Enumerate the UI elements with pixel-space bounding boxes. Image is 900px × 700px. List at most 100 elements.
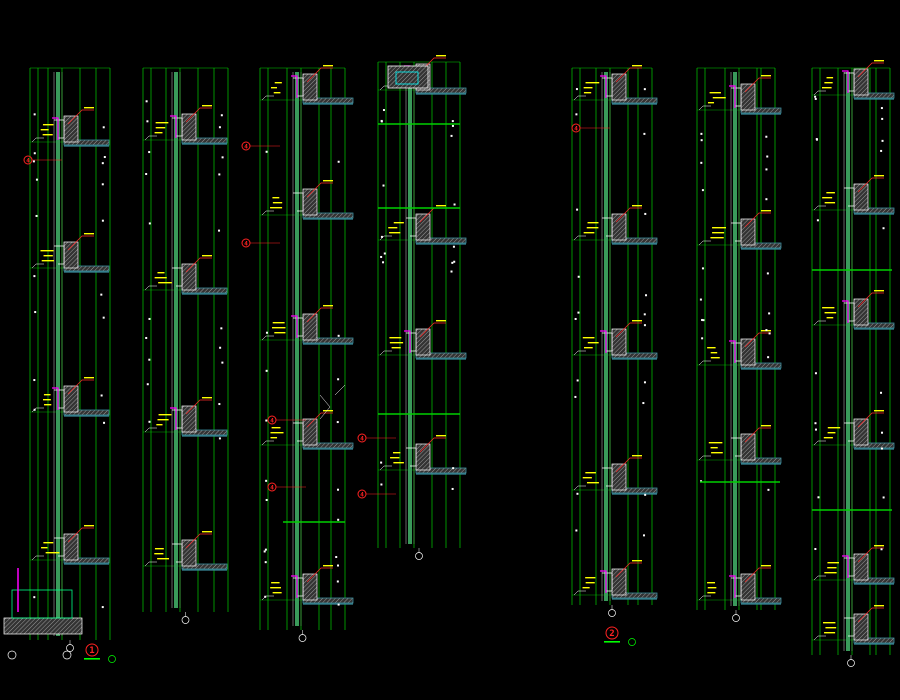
annotation-text	[586, 482, 599, 484]
leader-line	[857, 292, 884, 308]
dim-mark	[881, 431, 884, 434]
dim-mark	[767, 488, 770, 491]
dim-mark	[218, 126, 221, 129]
leader-label	[632, 455, 642, 457]
dim-mark	[814, 97, 817, 100]
scale-circle	[108, 655, 116, 663]
annotation-text	[40, 129, 49, 131]
dim-mark	[768, 312, 771, 315]
leader-line	[615, 207, 642, 223]
bracket-profile	[293, 192, 304, 212]
title-mark-circle	[605, 626, 619, 640]
annotation-text	[389, 342, 404, 344]
dim-mark	[766, 272, 769, 275]
flashing	[600, 75, 607, 98]
leader-line	[615, 322, 642, 338]
leader-label	[874, 410, 884, 412]
leader-line	[306, 67, 333, 83]
level-marker	[144, 561, 157, 567]
dim-mark	[642, 534, 645, 537]
dim-mark	[218, 229, 221, 232]
glass-mullion	[56, 72, 60, 636]
flashing	[600, 330, 607, 353]
dim-mark	[765, 329, 768, 332]
leader-label	[323, 410, 333, 412]
level-marker	[144, 135, 157, 141]
wall-block	[611, 568, 627, 596]
flashing	[291, 575, 298, 598]
annotation-text	[270, 587, 281, 589]
leader-label	[84, 525, 94, 527]
bracket-profile	[602, 77, 613, 97]
leader-line	[306, 567, 333, 583]
title-underline	[604, 641, 620, 643]
annotation-text	[271, 427, 281, 429]
dim-mark	[382, 184, 385, 187]
leader-line	[857, 412, 884, 428]
title-mark-number: 1	[89, 646, 94, 656]
dim-mark	[768, 332, 771, 335]
dim-mark	[814, 548, 817, 551]
wall-block	[611, 213, 627, 241]
annotation-text	[41, 260, 54, 262]
annotation-text	[274, 332, 286, 334]
bracket-profile	[54, 389, 65, 409]
bracket-profile	[602, 332, 613, 352]
dim-mark	[101, 162, 104, 165]
dim-mark	[146, 120, 149, 123]
floor-slab	[302, 97, 354, 104]
dim-mark	[882, 496, 885, 499]
annotation-text	[156, 424, 163, 426]
dim-mark	[148, 420, 151, 423]
dim-mark	[336, 564, 339, 567]
leader-label	[84, 107, 94, 109]
annotation-text	[711, 452, 723, 454]
leader-label	[202, 397, 212, 399]
dim-mark	[337, 603, 340, 606]
flashing	[842, 70, 849, 93]
dim-mark	[265, 419, 268, 422]
level-marker	[573, 95, 586, 101]
bracket-profile	[293, 317, 304, 337]
dim-mark	[337, 488, 340, 491]
dim-mark	[263, 550, 266, 553]
flashing	[291, 315, 298, 338]
dim-mark	[815, 138, 818, 141]
annotation-text	[707, 582, 716, 584]
bracket-profile	[844, 302, 855, 322]
annotation-text	[708, 102, 715, 104]
scale-circle	[628, 638, 636, 646]
wall-block	[740, 573, 756, 601]
annotation-text	[585, 582, 595, 584]
annotation-text	[822, 307, 835, 309]
annotation-text	[585, 577, 596, 579]
annotation-text	[710, 237, 724, 239]
wall-block	[181, 405, 197, 433]
annotation-text	[158, 282, 172, 284]
dim-mark	[451, 261, 454, 264]
leader-line	[744, 427, 771, 443]
dim-mark	[701, 189, 704, 192]
dim-mark	[880, 548, 883, 551]
dim-mark	[101, 219, 104, 222]
floor-slab	[415, 87, 467, 94]
annotation-text	[585, 82, 600, 84]
wall-block	[415, 328, 431, 356]
level-marker	[261, 95, 274, 101]
dim-mark	[337, 160, 340, 163]
level-marker	[573, 235, 586, 241]
leader-line	[857, 547, 884, 563]
dim-mark	[35, 214, 38, 217]
annotation-text	[712, 232, 725, 234]
level-marker	[813, 635, 826, 641]
bracket-profile	[602, 217, 613, 237]
dim-mark	[765, 168, 768, 171]
dim-mark	[380, 461, 383, 464]
leader-line	[306, 412, 333, 428]
title-mark-circle	[85, 643, 99, 657]
floor-slab	[611, 592, 658, 599]
dim-mark	[103, 156, 106, 159]
level-marker	[813, 205, 826, 211]
floor-slab	[63, 409, 110, 416]
glass-mullion	[733, 72, 737, 606]
